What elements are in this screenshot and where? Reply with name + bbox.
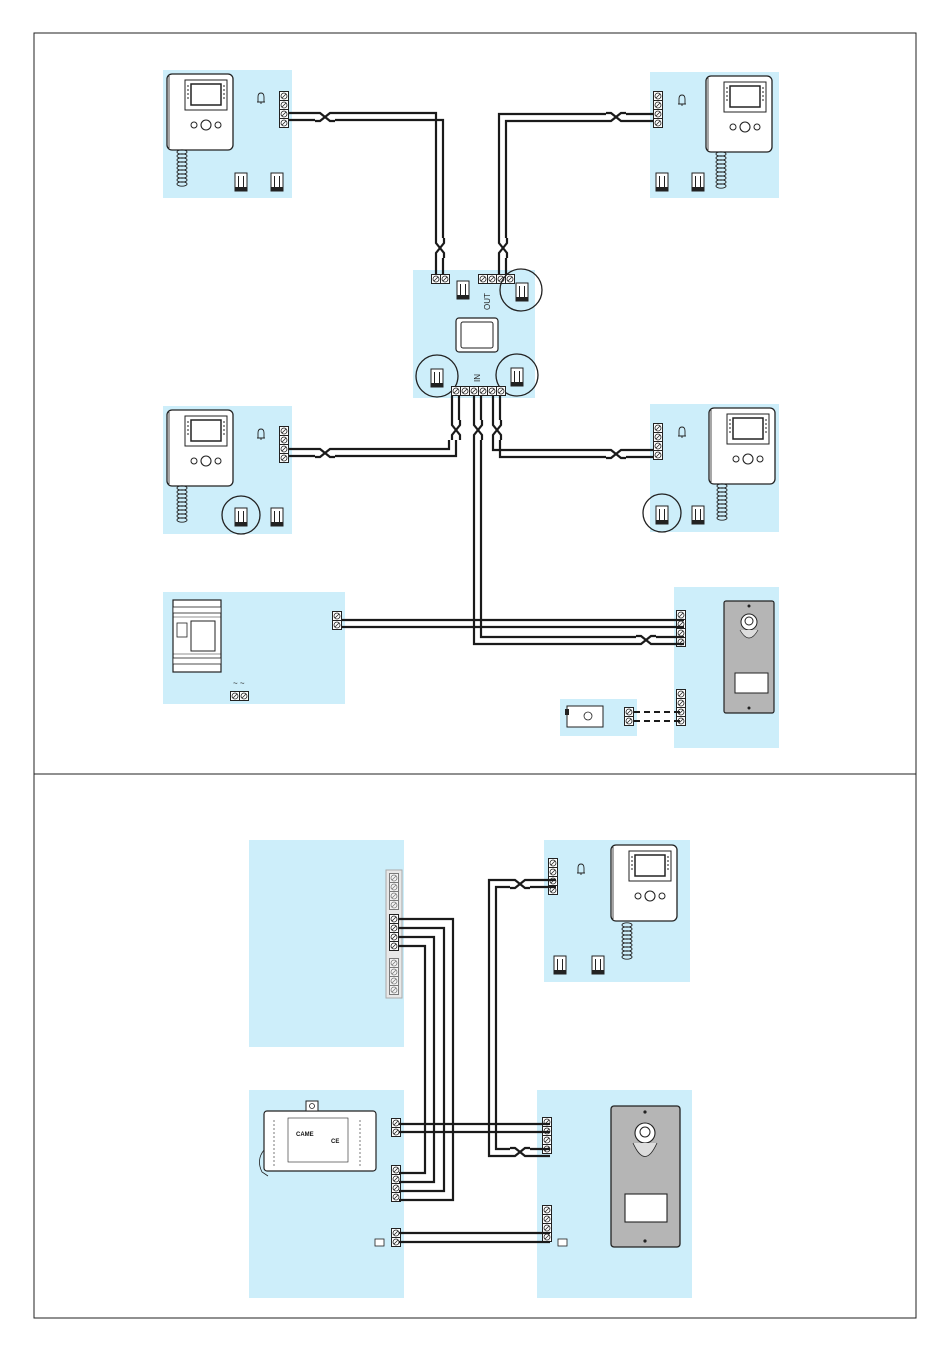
twist-markers-bottom — [510, 880, 530, 1156]
monitor-mid-left — [167, 410, 233, 486]
terminal-block-icon — [654, 92, 663, 128]
distributor-out-label: OUT — [483, 293, 492, 310]
terminal-block-icon — [280, 92, 289, 128]
video-monitor-icon — [167, 410, 233, 486]
camera-icon — [740, 614, 758, 638]
video-monitor-icon — [706, 76, 772, 152]
terminal-block-icon — [625, 708, 634, 726]
brand-logo: CAME — [296, 1132, 314, 1138]
terminal-block-icon — [280, 427, 289, 463]
monitor-top-right — [706, 76, 772, 152]
ce-mark: CE — [331, 1139, 339, 1145]
video-monitor-icon — [611, 845, 677, 921]
terminal-block-icon — [543, 1206, 552, 1242]
door-lock-icon — [565, 706, 603, 727]
distributor-in-label: IN — [473, 374, 482, 382]
terminal-block-icon — [231, 692, 249, 701]
monitor-bottom — [611, 845, 677, 921]
terminal-block-icon — [654, 424, 663, 460]
power-supply-icon — [173, 600, 221, 672]
door-station-top — [724, 601, 774, 713]
terminal-block-icon — [549, 859, 558, 895]
terminal-strip-icon — [386, 870, 402, 998]
jumper-icon — [457, 281, 469, 299]
terminal-block-icon — [333, 612, 342, 630]
controller-board-icon — [259, 1101, 376, 1176]
terminal-block-icon — [392, 1229, 401, 1247]
terminal-block-icon — [677, 611, 686, 647]
door-lock-icon — [558, 1239, 567, 1246]
door-station-bottom — [611, 1106, 680, 1247]
terminal-block-icon — [392, 1166, 401, 1202]
video-monitor-icon — [709, 408, 775, 484]
terminal-block-icon — [479, 275, 515, 284]
monitor-top-left — [167, 74, 233, 150]
zone-controller-upper — [249, 840, 404, 1047]
jumper-icon — [516, 283, 528, 301]
bottom-panel — [34, 774, 916, 1318]
monitor-mid-right — [709, 408, 775, 484]
terminal-block-icon — [432, 275, 450, 284]
video-monitor-icon — [167, 74, 233, 150]
door-lock-icon — [375, 1239, 384, 1246]
terminal-block-icon — [392, 1119, 401, 1137]
jumper-icon — [431, 369, 443, 387]
ac-input-label: ~ ~ — [233, 679, 245, 688]
wiring-bottom — [399, 880, 556, 1242]
jumper-icon — [511, 368, 523, 386]
terminal-block-icon — [452, 387, 506, 396]
distributor-icon — [456, 318, 498, 352]
